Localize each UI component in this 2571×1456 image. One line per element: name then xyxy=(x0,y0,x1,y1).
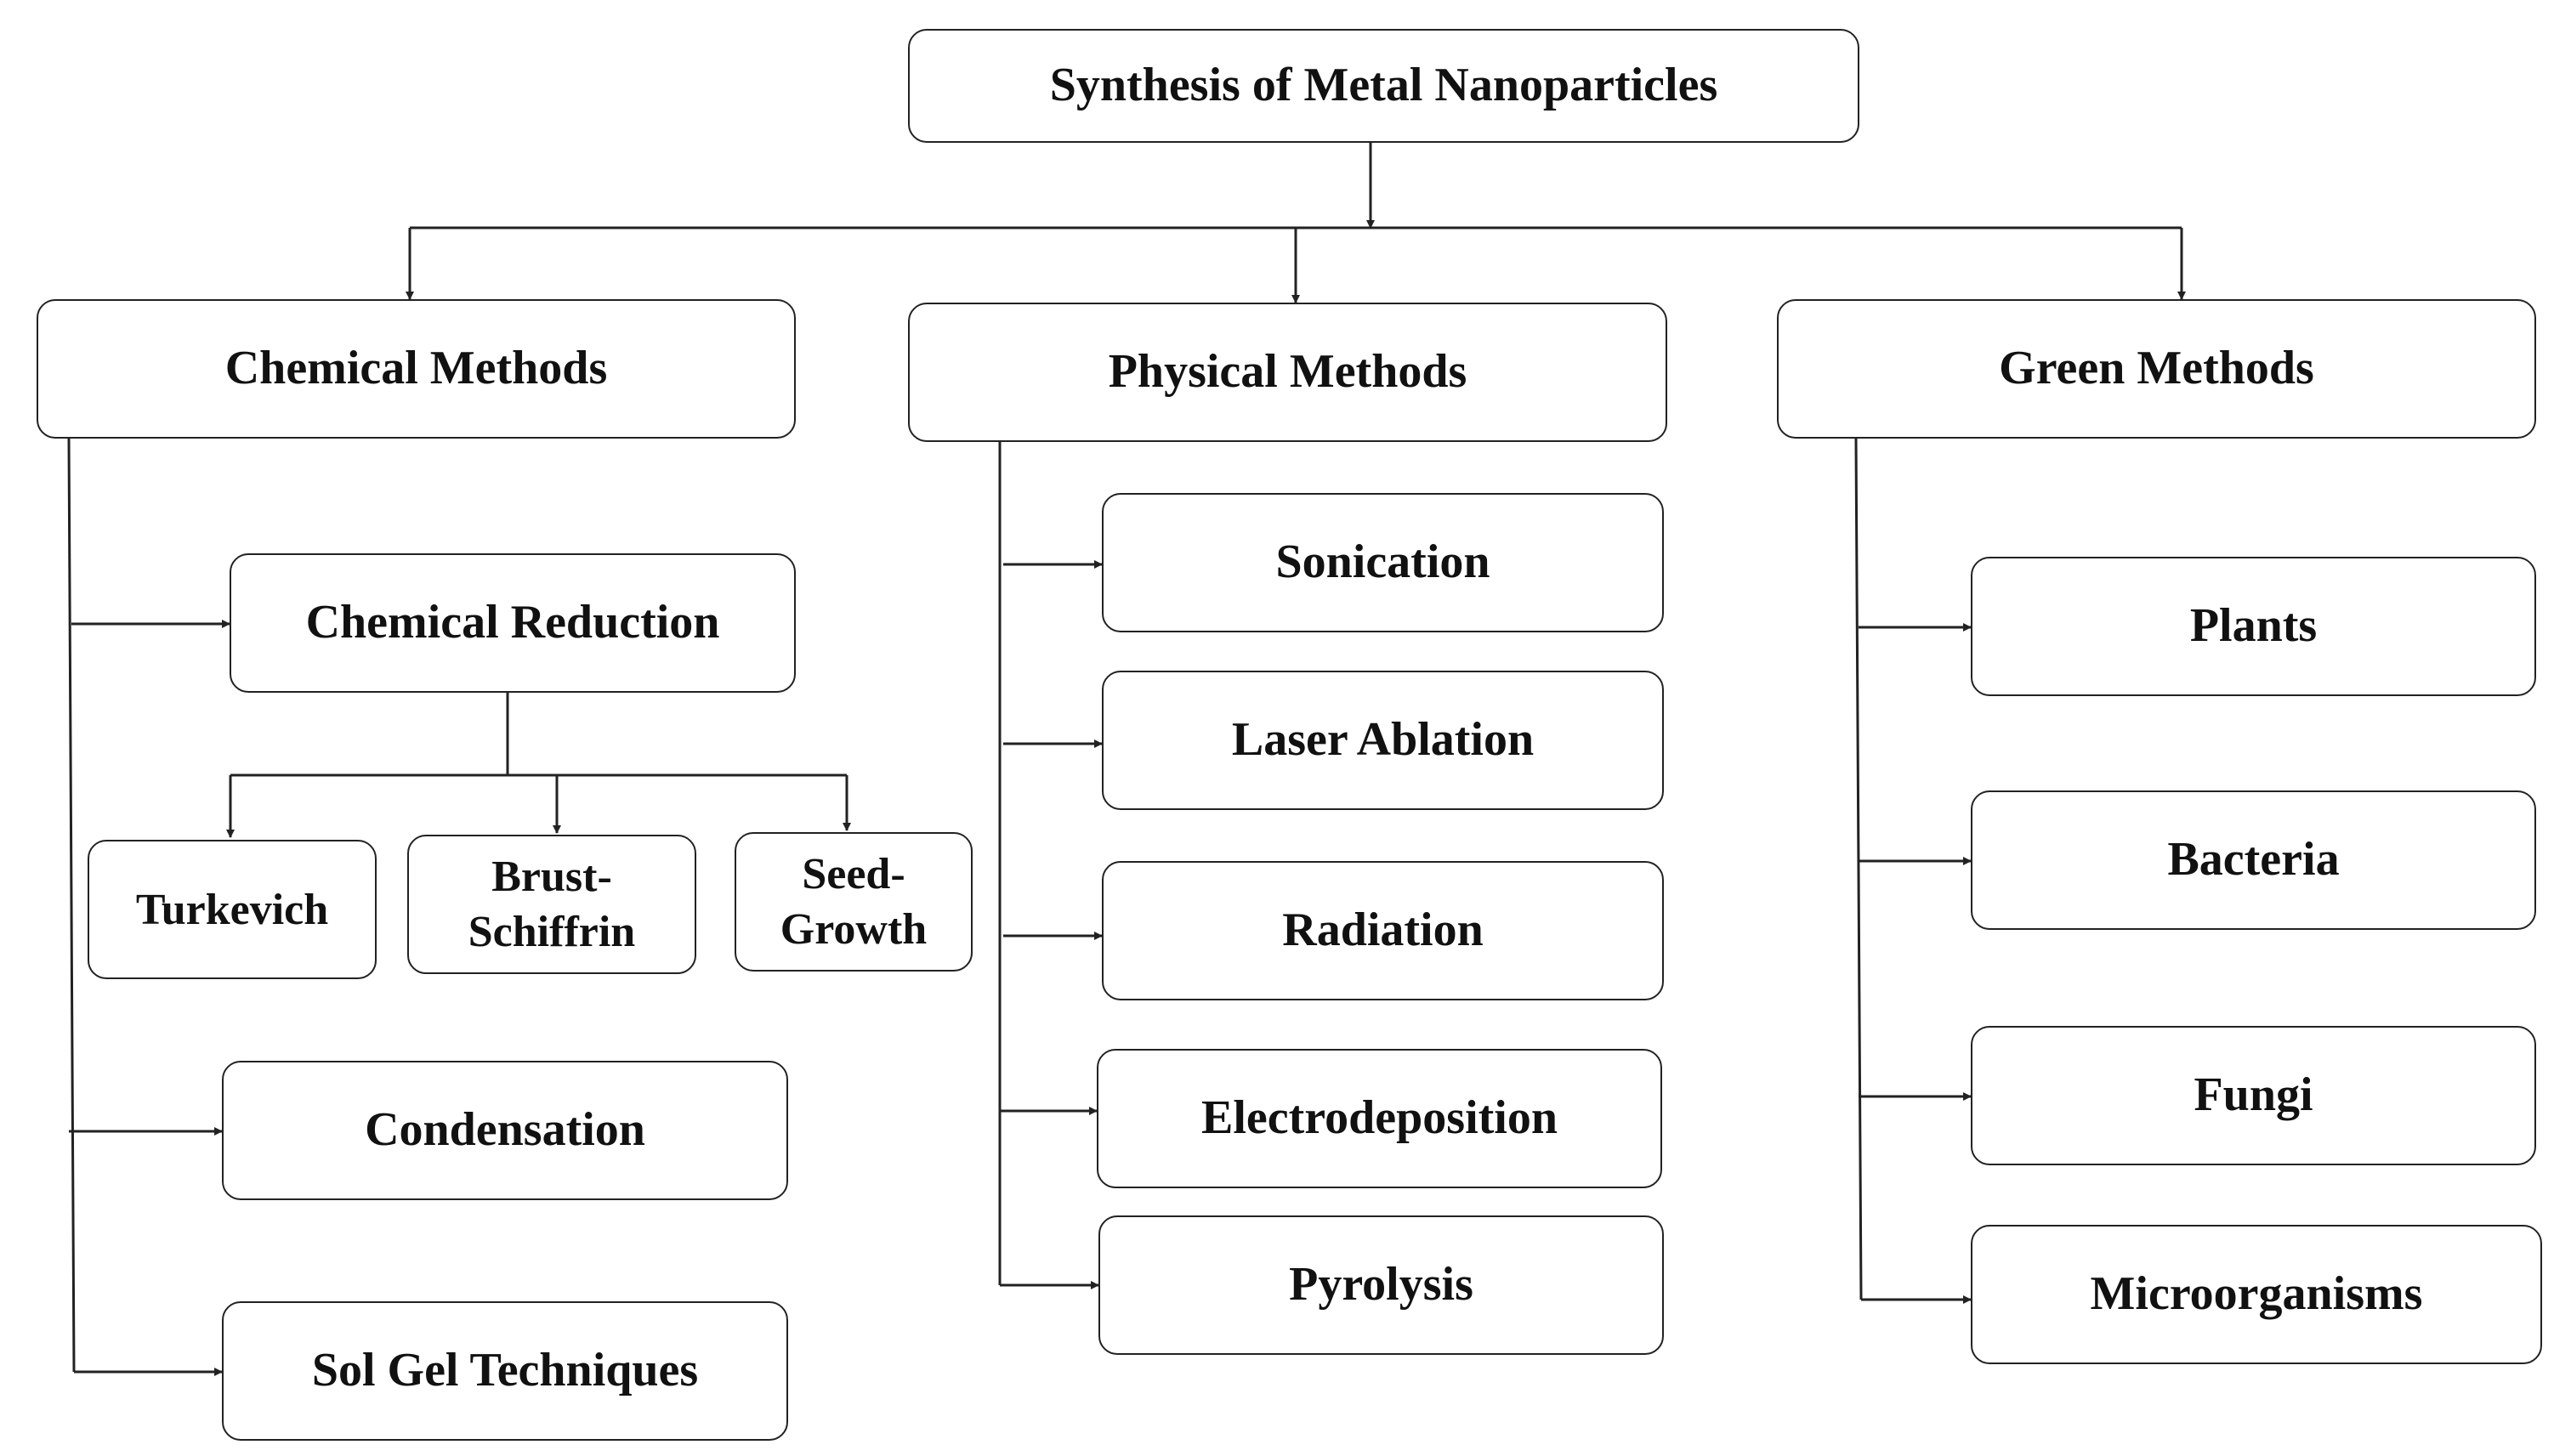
sol-gel-node: Sol Gel Techniques xyxy=(222,1301,788,1441)
microorganisms-label: Microorganisms xyxy=(2090,1267,2423,1321)
condensation-node: Condensation xyxy=(222,1061,788,1200)
radiation-node: Radiation xyxy=(1102,861,1664,1000)
bacteria-node: Bacteria xyxy=(1971,790,2536,930)
plants-node: Plants xyxy=(1971,557,2536,696)
fungi-node: Fungi xyxy=(1971,1026,2536,1165)
microorganisms-node: Microorganisms xyxy=(1971,1225,2542,1364)
root-label: Synthesis of Metal Nanoparticles xyxy=(1049,59,1718,112)
sonication-node: Sonication xyxy=(1102,493,1664,632)
laser-ablation-node: Laser Ablation xyxy=(1102,671,1664,810)
root-node: Synthesis of Metal Nanoparticles xyxy=(908,29,1859,143)
electrodeposition-label: Electrodeposition xyxy=(1201,1091,1558,1145)
chemical-methods-node: Chemical Methods xyxy=(37,299,796,439)
seed-growth-label: Seed- Growth xyxy=(780,850,928,954)
physical-methods-node: Physical Methods xyxy=(908,303,1667,442)
plants-label: Plants xyxy=(2189,599,2318,653)
green-methods-node: Green Methods xyxy=(1777,299,2536,439)
laser-ablation-label: Laser Ablation xyxy=(1231,713,1535,767)
brust-schiffrin-label: Brust- Schiffrin xyxy=(468,853,636,956)
pyrolysis-label: Pyrolysis xyxy=(1289,1258,1473,1312)
chemical-reduction-label: Chemical Reduction xyxy=(305,596,720,649)
seed-growth-node: Seed- Growth xyxy=(735,832,973,972)
sol-gel-label: Sol Gel Techniques xyxy=(311,1344,699,1397)
sonication-label: Sonication xyxy=(1275,535,1490,589)
brust-schiffrin-node: Brust- Schiffrin xyxy=(407,835,696,974)
turkevich-label: Turkevich xyxy=(135,885,329,934)
turkevich-node: Turkevich xyxy=(88,840,377,979)
chemical-reduction-node: Chemical Reduction xyxy=(230,553,796,693)
radiation-label: Radiation xyxy=(1282,904,1484,957)
green-methods-label: Green Methods xyxy=(1999,342,2314,395)
chemical-methods-label: Chemical Methods xyxy=(224,342,608,395)
electrodeposition-node: Electrodeposition xyxy=(1097,1049,1662,1188)
bacteria-label: Bacteria xyxy=(2167,833,2340,887)
condensation-label: Condensation xyxy=(365,1103,645,1157)
physical-methods-label: Physical Methods xyxy=(1108,345,1467,399)
pyrolysis-node: Pyrolysis xyxy=(1098,1215,1664,1355)
fungi-label: Fungi xyxy=(2194,1068,2313,1122)
